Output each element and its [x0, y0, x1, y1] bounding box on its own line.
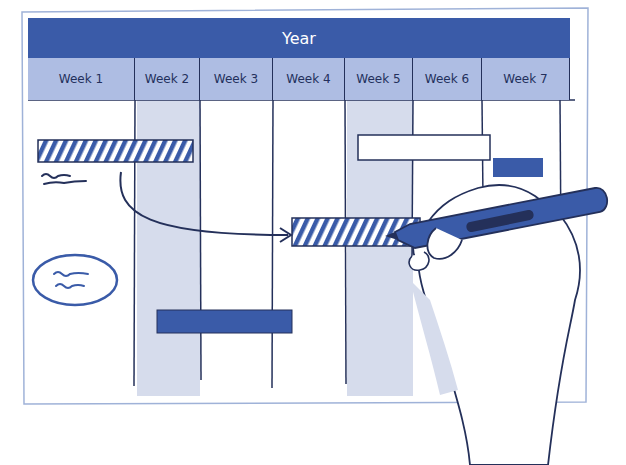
week-header-cell: Week 1: [28, 58, 135, 100]
week-label: Week 1: [59, 72, 103, 86]
task-bar: [493, 158, 543, 177]
week-header-cell: Week 2: [135, 58, 200, 100]
week-label: Week 5: [356, 72, 400, 86]
task-bar: [157, 310, 292, 333]
week-label: Week 4: [286, 72, 330, 86]
dependency-arrow: [120, 172, 288, 235]
empty-task-bar: [358, 135, 490, 160]
scribble-note: [42, 174, 86, 184]
week-header-cell: Week 4: [273, 58, 345, 100]
week-label: Week 7: [503, 72, 547, 86]
circled-note: [33, 255, 117, 305]
week-label: Week 2: [145, 72, 189, 86]
band-title: Year: [282, 29, 316, 48]
finger: [409, 252, 429, 270]
week-label: Week 3: [214, 72, 258, 86]
week-header-cell: Week 3: [200, 58, 273, 100]
week-header-cell: Week 7: [482, 58, 570, 100]
year-band: Year: [28, 18, 570, 58]
arrow-head: [280, 228, 291, 242]
hatched-task-bar: [38, 140, 193, 162]
week-label: Week 6: [425, 72, 469, 86]
marker-grip: [466, 210, 533, 232]
marker-tip: [385, 232, 398, 240]
scribble-note: [54, 272, 88, 288]
week-header-cell: Week 6: [413, 58, 482, 100]
week-header-cell: Week 5: [345, 58, 413, 100]
finger: [427, 228, 462, 259]
marker: [395, 188, 607, 248]
hand-shadow: [410, 280, 458, 395]
